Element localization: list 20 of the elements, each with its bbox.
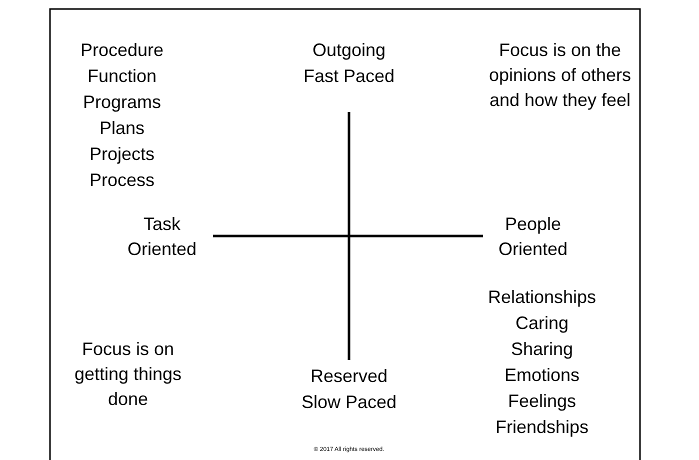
quadrant-term: Emotions [504, 364, 580, 387]
quadrant-note: Focus is on the opinions of others and how they feel [488, 39, 632, 112]
axis-end-label: Outgoing [312, 39, 386, 62]
quadrant-term: Sharing [510, 338, 574, 361]
quadrant-term: Friendships [495, 416, 589, 439]
quadrant-term: Projects [89, 143, 155, 166]
axis-end-label: Task Oriented [126, 213, 198, 261]
axis-end-label: Slow Paced [301, 391, 397, 414]
quadrant-note: Focus is on getting things done [73, 338, 183, 411]
axis-end-label: People Oriented [497, 213, 569, 261]
axis-end-label: Reserved [310, 365, 388, 388]
quadrant-term: Process [89, 169, 155, 192]
quadrant-term: Plans [99, 117, 145, 140]
quadrant-term: Feelings [508, 390, 576, 413]
quadrant-term: Function [87, 65, 157, 88]
quadrant-term: Relationships [488, 286, 596, 309]
quadrant-term: Caring [515, 312, 569, 335]
axis-end-label: Fast Paced [303, 65, 395, 88]
quadrant-term: Procedure [80, 39, 164, 62]
quadrant-term: Programs [82, 91, 162, 114]
